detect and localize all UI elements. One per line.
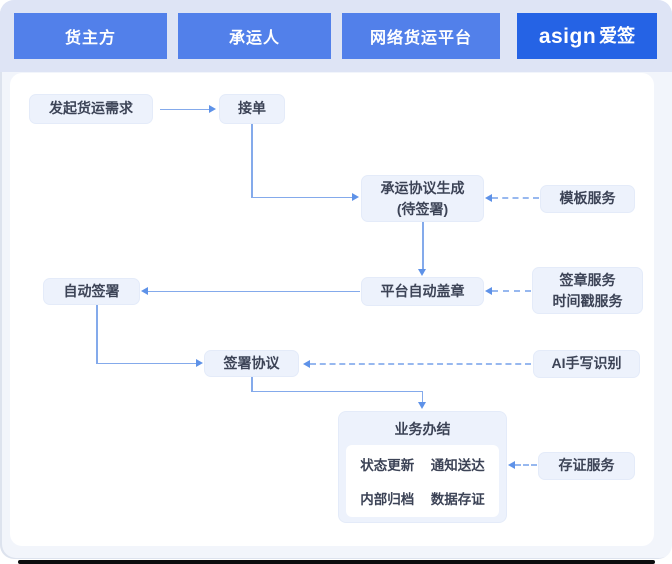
lane-carrier: 承运人 [178, 13, 331, 59]
lane-network-platform-label: 网络货运平台 [369, 30, 472, 47]
dashed-ai-to-sign [310, 363, 531, 365]
arrow-sign-to-done-v1 [251, 377, 253, 392]
node-template-service: 模板服务 [540, 185, 635, 213]
business-completed-title: 业务办结 [339, 412, 506, 445]
item-data-evidence: 数据存证 [430, 492, 485, 507]
node-auto-sign: 自动签署 [43, 278, 140, 305]
lane-network-platform: 网络货运平台 [342, 13, 500, 59]
asign-logo-cn: 爱签 [599, 26, 636, 46]
node-template-service-label: 模板服务 [559, 190, 616, 207]
node-seal-service-label: 签章服务 [559, 271, 616, 288]
node-auto-sign-label: 自动签署 [63, 282, 120, 299]
node-accept-order-label: 接单 [238, 100, 266, 117]
item-notice-delivery: 通知送达 [430, 458, 485, 473]
arrowhead-template-to-agreement [485, 193, 492, 202]
node-seal-timestamp-service: 签章服务 时间戳服务 [532, 267, 643, 314]
bottom-edge-bar [18, 560, 655, 564]
arrowhead-seal-to-stamp [485, 286, 492, 295]
dashed-template-to-agreement [492, 197, 539, 199]
node-initiate-freight-demand: 发起货运需求 [29, 94, 153, 124]
arrow-autosign-to-sign-h [96, 362, 196, 364]
arrowhead-evidence-to-done [508, 460, 515, 469]
item-status-update: 状态更新 [360, 458, 415, 473]
item-internal-archive: 内部归档 [360, 492, 415, 507]
business-completed-title-label: 业务办结 [394, 420, 451, 437]
node-evidence-service-label: 存证服务 [558, 457, 615, 474]
node-platform-auto-stamp-label: 平台自动盖章 [380, 282, 465, 299]
arrow-agreement-to-stamp [422, 222, 424, 270]
arrow-sign-to-done-v2 [421, 391, 423, 403]
node-carriage-agreement-line1: 承运协议生成 [380, 179, 465, 196]
arrow-accept-to-agreement-h [251, 196, 353, 198]
arrowhead-agreement-to-stamp [418, 269, 426, 276]
arrow-accept-to-agreement-v [251, 124, 253, 197]
arrow-sign-to-done-h [251, 390, 423, 392]
business-completed-items: 状态更新 通知送达 内部归档 数据存证 [346, 445, 499, 517]
node-business-completed-group: 业务办结 状态更新 通知送达 内部归档 数据存证 [338, 411, 507, 523]
node-sign-agreement-label: 签署协议 [223, 354, 280, 371]
arrowhead-sign-to-done [418, 402, 426, 409]
arrow-stamp-to-autosign [147, 290, 360, 292]
node-carriage-agreement-generated: 承运协议生成 (待签署) [361, 175, 484, 222]
dashed-evidence-to-done [515, 464, 537, 466]
arrowhead-accept-to-agreement [352, 193, 359, 201]
arrowhead-autosign-to-sign [196, 359, 203, 367]
arrowhead-ai-to-sign [303, 359, 310, 368]
lane-carrier-label: 承运人 [228, 30, 280, 47]
asign-logo: asign [538, 24, 597, 48]
node-accept-order: 接单 [219, 94, 285, 124]
arrow-autosign-to-sign-v [96, 305, 98, 363]
node-sign-agreement: 签署协议 [204, 350, 299, 377]
lane-shipper-label: 货主方 [64, 30, 116, 47]
node-ai-handwriting-recognition: AI手写识别 [533, 350, 640, 378]
swimlane-header: 货主方 承运人 网络货运平台 asign 爱签 [0, 0, 672, 72]
dashed-seal-to-stamp [492, 290, 531, 292]
node-carriage-agreement-line2: (待签署) [396, 200, 449, 217]
node-initiate-freight-demand-label: 发起货运需求 [49, 100, 133, 117]
lane-shipper: 货主方 [14, 13, 167, 59]
node-platform-auto-stamp: 平台自动盖章 [361, 277, 484, 306]
node-timestamp-service-label: 时间戳服务 [552, 292, 623, 309]
arrow-demand-to-accept [160, 108, 210, 110]
lane-asign-brand: asign 爱签 [517, 13, 657, 59]
arrowhead-demand-to-accept [209, 105, 216, 113]
arrowhead-stamp-to-autosign [141, 287, 148, 295]
node-ai-handwriting-label: AI手写识别 [551, 355, 622, 372]
node-evidence-service: 存证服务 [538, 452, 635, 480]
